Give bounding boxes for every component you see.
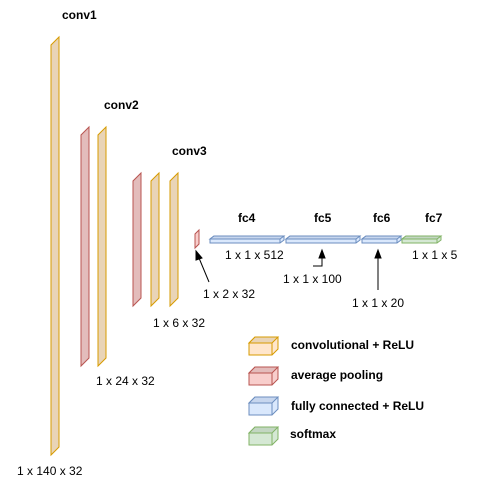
- fc6-label: fc6: [373, 211, 391, 225]
- conv2-dims: 1 x 24 x 32: [96, 374, 155, 388]
- legend-pool-swatch: [247, 366, 280, 386]
- fc7-block: [400, 235, 443, 244]
- fc7-label: fc7: [425, 211, 443, 225]
- fc5-label: fc5: [314, 211, 332, 225]
- fc4-label: fc4: [238, 211, 256, 225]
- conv3-conv-block-a: [150, 171, 160, 308]
- conv3-label: conv3: [172, 144, 207, 158]
- legend-softmax-swatch: [247, 426, 280, 446]
- pool3-block: [194, 228, 200, 250]
- legend-fc-label: fully connected + ReLU: [291, 399, 424, 413]
- conv2-conv-block: [97, 125, 107, 368]
- legend-fc-swatch: [247, 396, 280, 416]
- fc7-dims: 1 x 1 x 5: [412, 248, 458, 262]
- fc6-arrow: [374, 248, 382, 290]
- fc6-dims: 1 x 1 x 20: [352, 296, 404, 310]
- pool3-dims: 1 x 2 x 32: [203, 287, 255, 301]
- fc6-block: [360, 235, 403, 244]
- legend-conv-swatch: [247, 336, 280, 356]
- pool3-arrow: [195, 249, 210, 283]
- fc5-block: [284, 235, 362, 244]
- conv1-block: [50, 35, 60, 457]
- conv2-label: conv2: [104, 98, 139, 112]
- conv1-dims: 1 x 140 x 32: [17, 464, 83, 478]
- legend-pool-label: average pooling: [291, 368, 383, 382]
- conv3-dims: 1 x 6 x 32: [153, 316, 205, 330]
- legend: convolutional + ReLU average pooling ful…: [247, 336, 424, 446]
- fc4-block: [208, 235, 286, 244]
- conv3-pool-block: [132, 171, 142, 308]
- conv1-label: conv1: [62, 8, 97, 22]
- fc5-arrow: [313, 248, 326, 267]
- legend-softmax-label: softmax: [290, 427, 336, 441]
- conv3-conv-block-b: [169, 171, 179, 308]
- fc5-dims: 1 x 1 x 100: [283, 272, 342, 286]
- conv2-pool-block: [80, 125, 90, 368]
- legend-conv-label: convolutional + ReLU: [291, 338, 414, 352]
- fc4-dims: 1 x 1 x 512: [225, 248, 284, 262]
